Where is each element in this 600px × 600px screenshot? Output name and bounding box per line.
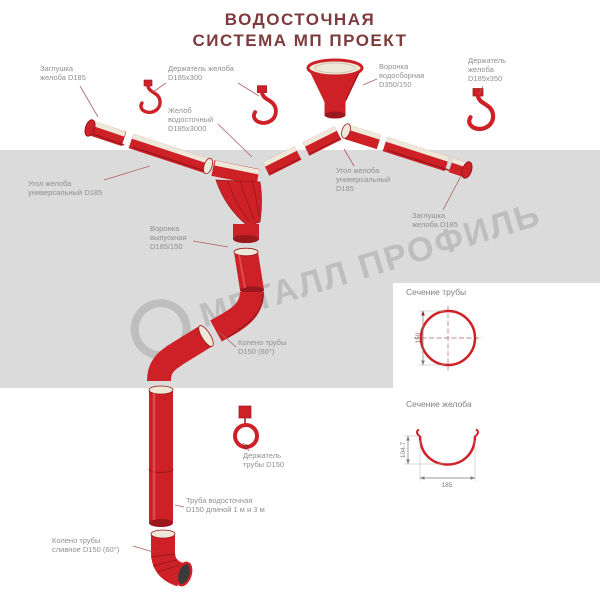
gutter-hook-3 [467,88,496,132]
label-line: Воронка [379,62,409,71]
label-line: Заглушка [412,211,446,220]
gutter-section-depth: 104.7 [400,441,407,458]
page-title-line1: ВОДОСТОЧНАЯ [224,10,376,29]
label-line: Держатель желоба [168,64,234,73]
label-line: желоба D185 [412,220,458,229]
label-line: D185х300 [168,73,203,82]
label-line: желоба D185 [40,73,86,82]
gutter-hook-2 [251,85,278,125]
collection-funnel-part [306,58,364,119]
label-line: Держатель [243,451,282,460]
label-drain-elbow: Колено трубы сливное D150 (60°) [52,536,119,554]
label-gutter-holder-300: Держатель желоба D185х300 [168,64,234,82]
gutter-end-cap-left-part [84,119,127,147]
label-line: универсальный [336,175,391,184]
label-collection-funnel: Воронка водосборная D350/150 [379,62,424,89]
downpipe-part [148,385,174,527]
label-line: D350/150 [379,80,412,89]
label-line: D150 длиной 1 м и 3 м [186,505,265,514]
label-line: выпускная [150,233,187,242]
label-line: водосборная [379,71,425,80]
pipe-holder-part [233,405,259,450]
label-line: Воронка [150,224,180,233]
label-end-cap-left: Заглушка желоба D185 [40,64,86,82]
label-end-cap-right: Заглушка желоба D185 [412,211,458,229]
gutter-section-title: Сечение желоба [406,399,472,409]
gutter-section-width: 185 [442,482,453,489]
label-line: D185 [336,184,354,193]
label-pipe-elbow: Колено трубы D150 (60°) [238,338,286,356]
label-gutter: Желоб водосточный D185х3000 [168,106,213,133]
label-line: Колено трубы [238,338,287,347]
label-line: D185х3000 [168,124,207,133]
gutter-corner-right-part [341,123,382,150]
label-line: Желоб [168,106,192,115]
label-line: Угол желоба [336,166,380,175]
label-line: сливное D150 (60°) [52,545,120,554]
label-line: Труба водосточная [186,496,253,505]
label-outlet-funnel: Воронка выпускная D185/150 [150,224,187,251]
label-line: Заглушка [40,64,74,73]
label-pipe-holder: Держатель трубы D150 [243,451,284,469]
label-line: трубы D150 [243,460,285,469]
label-line: D185х350 [468,74,503,83]
label-line: водосточный [168,115,214,124]
label-corner-left: Угол желоба универсальный D185 [28,179,102,197]
label-line: желоба [468,65,494,74]
drain-elbow-part [150,529,193,587]
label-corner-right: Угол желоба универсальный D185 [336,166,390,193]
label-line: Держатель [468,56,507,65]
label-line: D185/150 [150,242,183,251]
label-line: Угол желоба [28,179,72,188]
label-line: D150 (60°) [238,347,275,356]
gutter-hook-1 [139,79,162,115]
gutter-section-diagram: 104.7 185 [400,428,479,489]
pipe-section-title: Сечение трубы [406,287,467,297]
label-line: универсальный D185 [28,188,103,197]
label-line: Колено трубы [52,536,101,545]
label-downpipe: Труба водосточная D150 длиной 1 м и 3 м [186,496,265,514]
page-title: ВОДОСТОЧНАЯ СИСТЕМА МП ПРОЕКТ [0,9,600,51]
label-gutter-holder-350: Держатель желоба D185х350 [468,56,506,83]
page-title-line2: СИСТЕМА МП ПРОЕКТ [192,31,408,50]
